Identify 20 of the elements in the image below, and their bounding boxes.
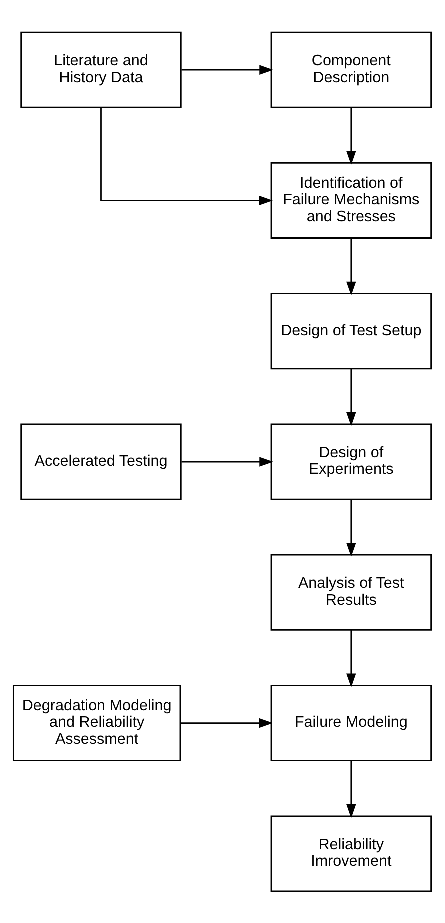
arrow — [346, 630, 356, 688]
node-box: Design of Test Setup — [270, 292, 432, 370]
node-box: Reliability Imrovement — [270, 815, 432, 892]
arrow — [180, 718, 274, 728]
arrow — [346, 107, 356, 165]
node-box: Component Description — [270, 31, 432, 108]
arrow — [100, 107, 273, 206]
arrow — [346, 368, 356, 426]
node-box: Design of Experiments — [270, 423, 432, 500]
node-box: Failure Modeling — [270, 684, 432, 761]
node-box: Identification of Failure Mechanisms and Stresses — [270, 162, 432, 238]
arrow — [182, 64, 274, 74]
arrow — [346, 760, 356, 818]
node-box: Degradation Modeling and Reliability Assessment — [13, 684, 182, 761]
arrow — [346, 238, 356, 296]
node-box: Literature and History Data — [20, 31, 182, 108]
node-box: Accelerated Testing — [20, 423, 182, 500]
arrow — [182, 456, 274, 466]
arrow — [346, 499, 356, 557]
node-box: Analysis of Test Results — [270, 554, 432, 630]
